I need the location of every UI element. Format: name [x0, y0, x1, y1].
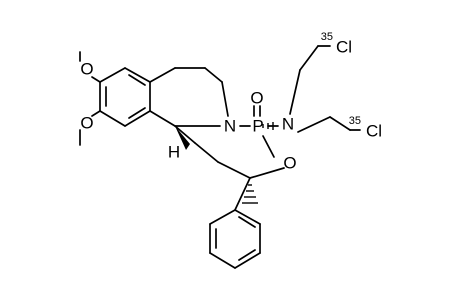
- chlorine-1-element: Cl: [336, 38, 352, 57]
- stereo-bonds: [175, 122, 274, 204]
- atom-n-amine: N: [282, 115, 294, 134]
- atom-h-stereo: H: [168, 143, 180, 162]
- atom-o-methoxy-bottom: O: [80, 114, 93, 133]
- chlorine-2-isotope: 35: [349, 115, 361, 127]
- chlorine-1-isotope: 35: [321, 31, 333, 43]
- atom-o-phosphoryl: O: [250, 89, 263, 108]
- chlorine-2-element: Cl: [366, 122, 382, 141]
- atom-o-ring: O: [283, 154, 296, 173]
- wedge-bond-h: [175, 126, 190, 150]
- atom-o-methoxy-top: O: [80, 60, 93, 79]
- atom-p: P: [252, 117, 263, 136]
- bonds: [79, 45, 361, 269]
- hashed-bond-p-amine: [262, 122, 274, 130]
- hashed-bond-phenyl: [242, 184, 258, 204]
- atom-labels: O O N P O N O H 35 Cl 35 Cl: [80, 31, 382, 173]
- atom-n-ring: N: [224, 117, 236, 136]
